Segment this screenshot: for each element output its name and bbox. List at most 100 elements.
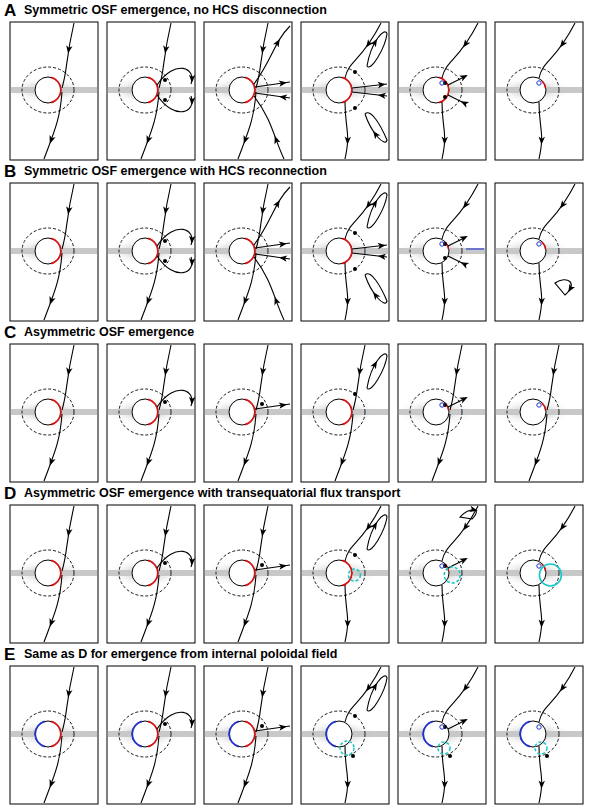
source-surface [313, 550, 365, 596]
field-line [254, 96, 284, 159]
arrowhead [459, 394, 469, 403]
arrowhead [370, 359, 380, 369]
field-line [141, 23, 171, 159]
source-surface [119, 389, 171, 435]
field-line [466, 248, 484, 249]
arrowhead [144, 618, 153, 628]
arrowhead [370, 129, 380, 139]
arrowhead [189, 258, 196, 266]
arrowhead [377, 253, 386, 260]
panel-frame [495, 344, 583, 482]
source-surface [507, 389, 559, 435]
arrowhead [47, 296, 56, 306]
source-surface [410, 228, 462, 274]
transequatorial-flux [535, 742, 547, 754]
field-line [442, 23, 478, 159]
field-line [141, 667, 171, 803]
arrowhead [441, 620, 448, 628]
panel-frame [107, 344, 195, 482]
polarity-blob [440, 403, 444, 407]
field-line [157, 95, 192, 112]
sun [229, 399, 255, 425]
panel-frame [301, 505, 389, 643]
polarity-blob [537, 564, 541, 568]
sun [35, 399, 61, 425]
x-point [443, 256, 447, 260]
panel-letter: C [4, 324, 16, 343]
arrowhead [538, 781, 545, 789]
polarity-blob [440, 564, 444, 568]
polarity-blob [440, 81, 444, 85]
arrowhead [162, 367, 170, 376]
field-line [539, 667, 575, 803]
arrowhead [469, 506, 478, 514]
sun [35, 238, 61, 264]
field-line [148, 721, 158, 746]
arrowhead [241, 779, 250, 789]
field-line [439, 77, 449, 102]
panel-frame [398, 666, 486, 804]
x-point [545, 754, 549, 758]
x-point [260, 402, 264, 406]
arrowhead [189, 558, 196, 566]
field-line [254, 257, 284, 320]
field-line [326, 721, 336, 746]
polarity-blob [537, 242, 541, 246]
x-point [353, 553, 357, 557]
row-title: Symmetric OSF emergence with HCS reconne… [24, 165, 327, 179]
source-surface [216, 711, 268, 757]
arrowhead [47, 135, 56, 145]
arrowhead [344, 781, 351, 789]
field-line [141, 345, 171, 481]
field-line [157, 390, 192, 407]
arrowhead [279, 93, 288, 100]
arrowhead [459, 72, 469, 81]
arrowhead [162, 689, 170, 698]
arrowhead [65, 367, 73, 376]
panel-frame [398, 183, 486, 321]
field-line [245, 238, 255, 263]
source-surface [216, 389, 268, 435]
arrowhead [370, 290, 380, 300]
panel-letter: E [4, 646, 15, 665]
arrowhead [279, 723, 288, 730]
field-line [529, 345, 559, 481]
arrowhead [370, 520, 380, 530]
arrowhead [65, 528, 73, 537]
field-line [245, 721, 255, 746]
arrowhead [338, 457, 347, 467]
sun [326, 721, 352, 747]
field-line [238, 345, 268, 481]
source-surface [410, 711, 462, 757]
polarity-blob [537, 725, 541, 729]
field-line [238, 506, 268, 642]
field-line [148, 77, 158, 102]
arrowhead [459, 233, 469, 242]
panel-frame [204, 344, 292, 482]
sun [229, 560, 255, 586]
x-point [260, 724, 264, 728]
field-line [141, 184, 171, 320]
arrowhead [65, 689, 73, 698]
arrowhead [370, 198, 380, 208]
arrowhead [459, 259, 469, 268]
field-line [367, 515, 387, 550]
sun [326, 238, 352, 264]
sun [520, 238, 546, 264]
arrowhead [344, 137, 351, 145]
source-surface [119, 228, 171, 274]
arrowhead [344, 620, 351, 628]
field-line [157, 256, 192, 273]
arrowhead [259, 206, 267, 215]
panel-letter: B [4, 163, 16, 182]
panel-frame [204, 666, 292, 804]
panel-frame [301, 344, 389, 482]
panel-frame [495, 666, 583, 804]
source-surface [119, 550, 171, 596]
source-surface [313, 389, 365, 435]
panel-frame [204, 505, 292, 643]
arrowhead [538, 620, 545, 628]
sun [229, 721, 255, 747]
transequatorial-flux [340, 741, 354, 755]
arrowhead [459, 98, 469, 107]
